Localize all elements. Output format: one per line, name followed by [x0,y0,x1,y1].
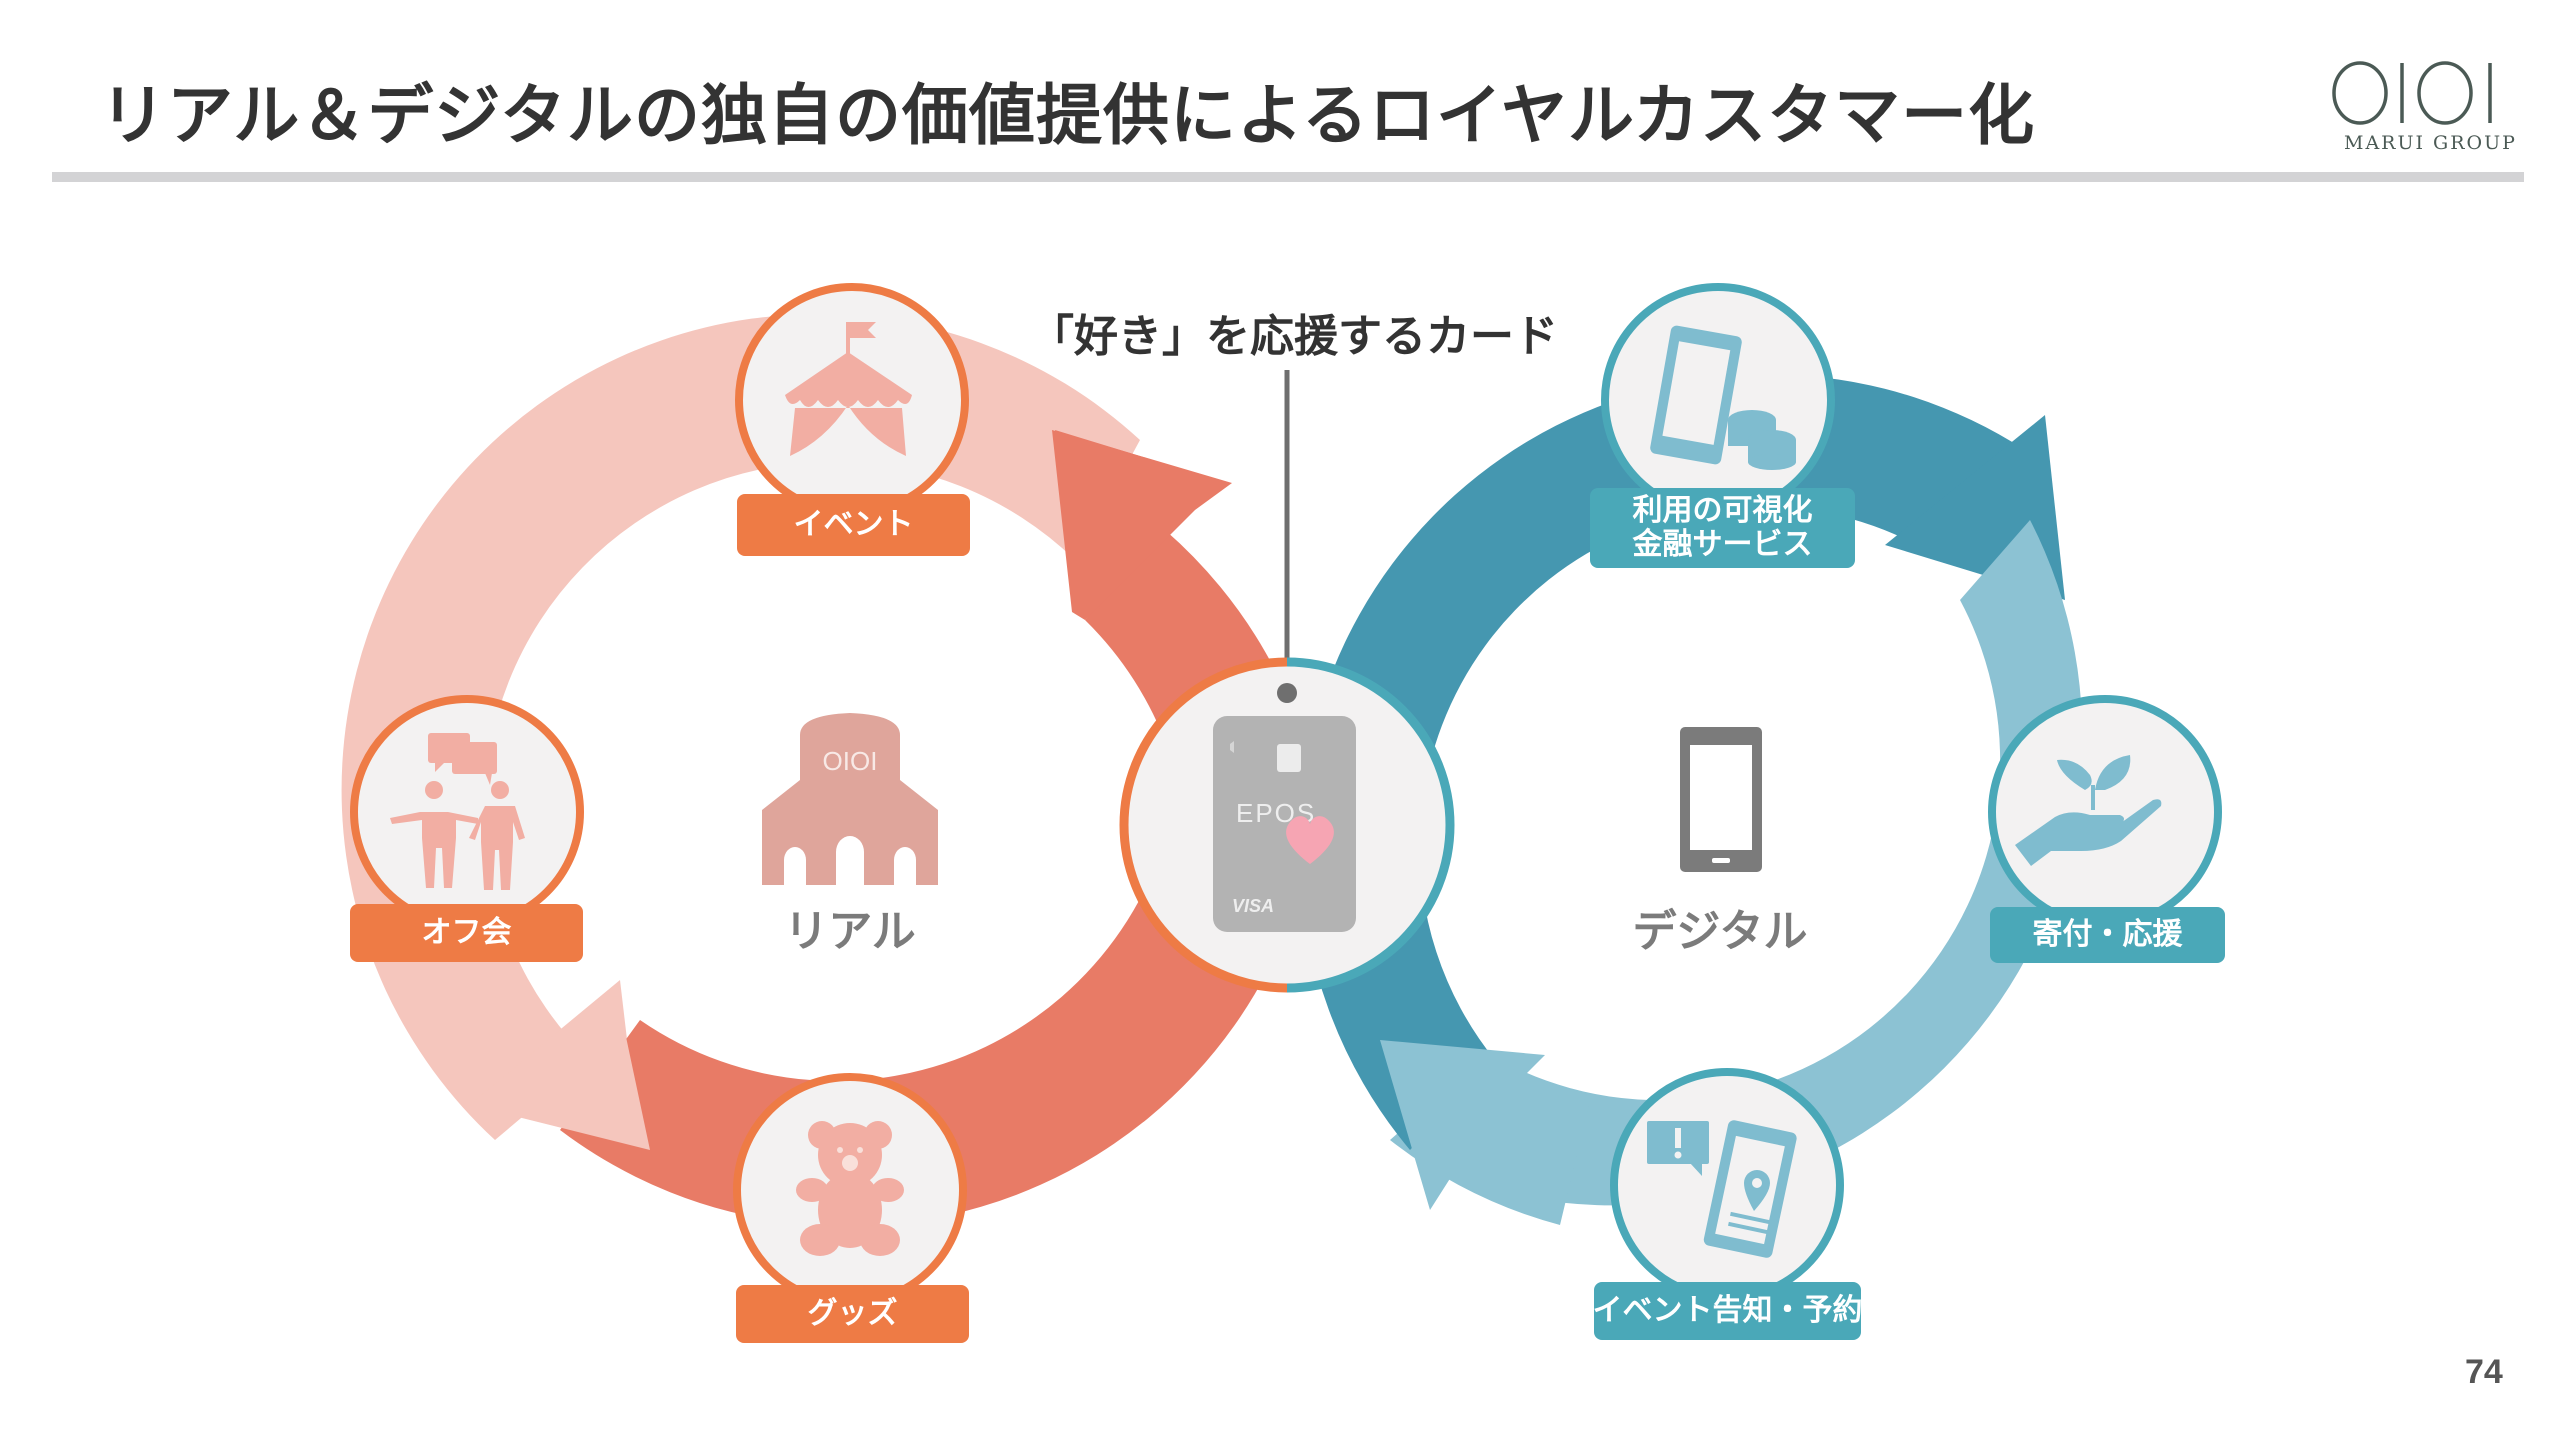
digital-node-visualization-label: 利用の可視化 金融サービス [1590,488,1855,568]
digital-node-visualization-label-line2: 金融サービス [1632,527,1813,562]
phone-location-icon [1647,1120,1797,1258]
digital-node-visualization-label-line1: 利用の可視化 [1632,492,1813,528]
digital-node-donation[interactable] [1988,695,2222,929]
digital-arc-light [1460,520,2083,1206]
digital-node-donation-label: 寄付・応援 [1990,907,2225,963]
title-divider [52,172,2524,182]
real-arc-light [341,314,1141,1140]
real-arc-dark [560,760,1320,1227]
digital-node-event-notice[interactable] [1610,1068,1844,1302]
center-card-node[interactable]: EPOS VISA [1119,657,1455,993]
page-title: リアル＆デジタルの独自の価値提供によるロイヤルカスタマー化 [100,77,2036,154]
real-arrowhead-bottom [470,985,650,1150]
digital-center-label: デジタル [1632,906,1808,957]
card-caption: 「好き」を応援するカード [1030,311,1558,362]
people-talking-icon [390,733,525,890]
real-node-goods[interactable] [733,1073,967,1307]
real-node-offkai[interactable] [350,695,584,929]
card-network: VISA [1232,896,1274,916]
marui-logo-mark [2332,61,2492,125]
digital-node-visualization[interactable] [1601,283,1835,517]
leader-dot [1277,683,1297,703]
real-node-event[interactable] [735,283,969,517]
marui-store-icon: OIOI [762,713,938,885]
teddy-bear-icon [796,1121,904,1256]
logo-text: MARUI GROUP [2344,132,2517,154]
real-node-goods-label: グッズ [736,1285,969,1343]
real-center-label: リアル [784,906,916,957]
real-arrowhead-dark-fill [1052,430,1232,620]
circus-tent-icon [785,322,912,456]
epos-card-icon: EPOS VISA [1213,716,1356,932]
store-sign: OIOI [823,746,878,776]
heart-icon [1286,816,1334,864]
hand-plant-icon [2015,755,2162,866]
smartphone-icon [1680,727,1762,872]
digital-node-event-notice-label: イベント告知・予約 [1593,1282,1863,1340]
phone-coins-icon [1650,325,1796,470]
digital-arrowhead-light [1380,1040,1545,1210]
real-node-offkai-label: オフ会 [350,904,583,962]
real-node-event-label: イベント [737,494,970,556]
page-number: 74 [2465,1353,2503,1391]
